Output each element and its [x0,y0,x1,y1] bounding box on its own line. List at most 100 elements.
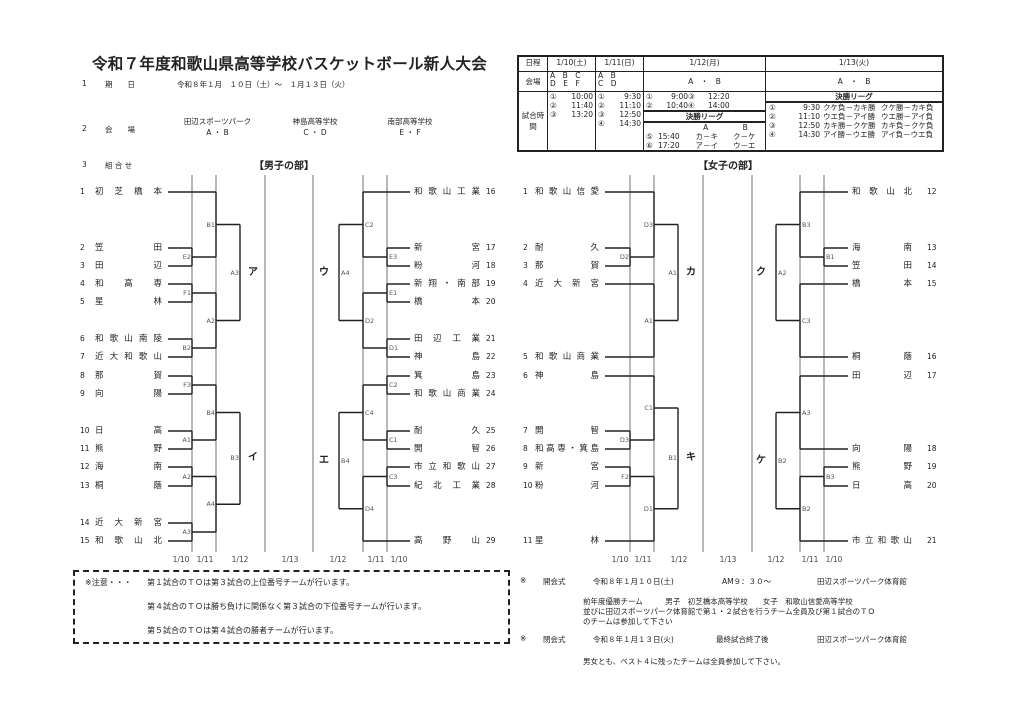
date-axis-label: 1/11 [367,555,385,564]
schedule-cell: アイ勝－ウエ勝 [823,129,876,139]
venue-courts: C ・ D [303,128,327,137]
venue-row: A ・ B [765,70,944,92]
match-code: B1 [206,220,215,229]
team-name: 田辺工業 [414,334,480,344]
girls-section-title: 【女子の部】 [698,161,758,172]
team-name: 和歌山南陵 [95,334,162,344]
schedule-cell: ウエ勝－アイ負 [881,111,934,121]
closing-line: 男女とも、ベスト４に残ったチームは全員参加して下さい。 [583,657,785,666]
match-code: B3 [826,472,835,481]
team-name: 神島 [414,352,480,362]
opening-line: 前年度優勝チーム 男子 初芝橋本高等学校 女子 和歌山信愛高等学校 [583,597,853,606]
schedule-cell: クケ勝－カキ負 [881,102,934,112]
team-number: 26 [486,444,496,453]
schedule-date: 1/11(日) [595,55,644,72]
quadrant-label: ア [248,266,258,278]
team-number: 2 [523,243,528,252]
team-name: 和歌山商業 [414,389,480,399]
team-number: 6 [80,334,85,343]
opening-line: のチームは参加して下さい [583,617,673,626]
team-number: 29 [486,536,496,545]
match-code: B2 [778,456,787,465]
team-name: 桐蔭 [852,352,912,362]
team-number: 3 [80,261,85,270]
team-name: 新宮 [535,462,599,472]
team-name: 田辺 [852,371,912,381]
team-number: 13 [927,243,937,252]
match-code: D2 [619,253,629,261]
schedule-cell: カ－キ [695,131,719,141]
schedule-cell: 13:20 [571,109,593,119]
opening-time: AM９：３０～ [722,577,772,586]
quadrant-label: ウ [319,266,329,278]
venue-row: A B [598,70,616,80]
team-number: 21 [486,334,496,343]
schedule-cell: ② [769,111,776,121]
venue-row: A ・ B [643,70,766,92]
schedule-cell: カキ勝－クケ勝 [823,120,876,130]
opening-label: 開会式 [543,577,566,586]
team-number: 12 [80,462,90,471]
draw-label: 組 合 せ [105,161,133,170]
team-name: 熊野 [852,462,912,472]
team-name: 粉河 [535,481,599,491]
team-name: 市立和歌山 [852,536,912,546]
quadrant-label: ク [756,266,766,278]
schedule-cell: ③ [769,120,776,130]
team-name: 初芝橋本 [95,187,162,197]
schedule-table: 日程 1/10(土) 1/11(日) 1/12(月) 1/13(火) 会場 A … [517,55,944,152]
schedule-cell: カキ負－クケ負 [881,120,934,130]
schedule-cell: クケ負－カキ勝 [823,102,876,112]
match-code: F1 [183,289,191,297]
team-number: 2 [80,243,85,252]
team-name: 田辺 [95,261,162,271]
league-col: B [742,122,748,132]
team-number: 25 [486,426,496,435]
schedule-cell: ア－イ [695,140,719,150]
team-name: 箕島 [414,371,480,381]
team-number: 14 [927,261,937,270]
match-code: C1 [644,404,653,412]
team-name: 日高 [852,481,912,491]
date-axis-label: 1/11 [801,555,819,564]
schedule-cell: 10:00 [571,91,593,101]
team-number: 24 [486,389,496,398]
match-code: B3 [802,220,811,229]
team-name: 那賀 [95,371,162,381]
team-name: 近大新宮 [535,279,599,289]
schedule-cell: ⑥ [646,140,653,150]
schedule-date-label: 日程 [517,55,548,72]
venue-row: C D [598,78,617,88]
match-code: F2 [621,472,629,481]
team-number: 16 [927,352,937,361]
schedule-cell: 12:50 [619,109,641,119]
team-name: 耐久 [535,243,599,253]
period-num: 1 [82,79,87,88]
schedule-date: 1/12(月) [643,55,766,72]
spacer [644,123,686,132]
quadrant-label: ケ [756,454,766,466]
team-number: 20 [927,481,937,490]
notes-box: ※注意・・・ 第１試合のＴＯは第３試合の上位番号チームが行います。 第４試合のＴ… [73,570,510,644]
match-code: B4 [341,456,350,465]
team-number: 8 [80,371,85,380]
venue-courts: E ・ F [399,128,421,137]
date-axis-label: 1/12 [231,555,249,564]
date-axis-label: 1/12 [329,555,347,564]
team-name: 近大和歌山 [95,352,162,362]
team-number: 11 [523,536,533,545]
team-name: 神島 [535,371,599,381]
note-line: 第４試合のＴＯは勝ち負けに関係なく第３試合の下位番号チームが行います。 [147,602,426,611]
closing-date: 令和８年１月１３日(火) [593,635,674,644]
team-number: 17 [927,371,937,380]
schedule-date: 1/13(火) [765,55,944,72]
quadrant-label: カ [686,266,696,278]
draw-num: 3 [82,160,87,169]
